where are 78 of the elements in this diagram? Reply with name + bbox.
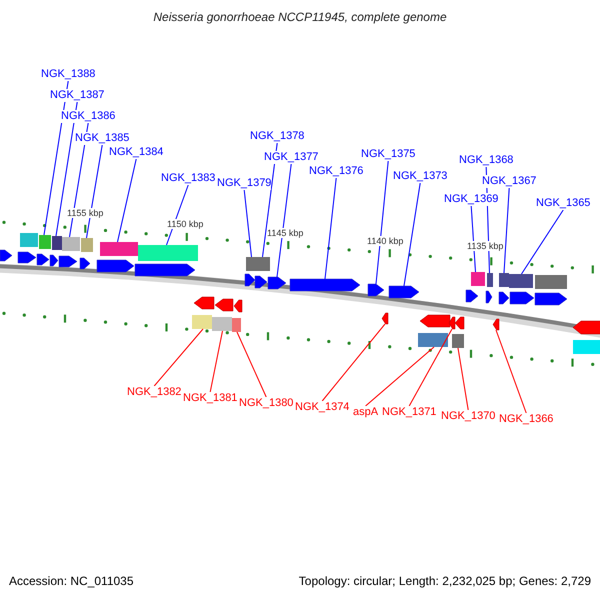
gene-label: NGK_1384 (109, 146, 164, 159)
leader-line (324, 178, 337, 280)
gene-label: NGK_1376 (309, 165, 364, 178)
gene-feature (486, 273, 493, 304)
gene-feature (134, 245, 198, 276)
gene-label: NGK_1387 (50, 89, 104, 102)
gene-label: NGK_1386 (61, 110, 116, 123)
leader-line (210, 330, 223, 392)
gene-label: NGK_1380 (239, 397, 294, 410)
gene-feature (466, 272, 485, 302)
gene-label: NGK_1371 (382, 406, 436, 419)
leader-line (117, 158, 137, 242)
leader-line (322, 324, 386, 402)
leader-line (56, 102, 78, 236)
leader-line (408, 328, 452, 406)
gene-feature (50, 236, 62, 266)
leader-line (376, 160, 389, 284)
gene-label: NGK_1368 (459, 154, 514, 167)
scale-label: 1140 kbp (367, 236, 404, 246)
gene-feature (572, 320, 600, 354)
gene-feature (212, 298, 234, 331)
leader-line (244, 190, 252, 258)
gene-feature (498, 273, 510, 304)
gene-feature (290, 278, 360, 292)
leader-line (521, 210, 564, 274)
gene-feature (534, 275, 568, 306)
scale-label: 1155 kbp (67, 208, 104, 218)
leader-line (404, 182, 421, 286)
gene-feature (418, 314, 450, 347)
scale-label: 1135 kbp (467, 241, 504, 251)
gene-feature (244, 257, 258, 286)
gene-feature (368, 284, 384, 296)
gene-feature (254, 257, 270, 288)
scale-label: 1150 kbp (167, 219, 204, 229)
gene-label: NGK_1378 (250, 130, 304, 143)
gene-feature (232, 300, 242, 332)
gene-label: NGK_1382 (127, 386, 182, 399)
gene-feature (268, 276, 286, 290)
gene-feature (388, 286, 420, 298)
gene-feature (492, 318, 500, 330)
gene-label: NGK_1367 (482, 175, 536, 188)
gene-feature (36, 235, 51, 266)
gene-label: NGK_1366 (499, 413, 554, 426)
leader-line (504, 188, 510, 274)
gene-label: NGK_1365 (536, 197, 590, 210)
leader-line (86, 144, 103, 238)
leader-line (458, 348, 469, 410)
gene-label: NGK_1369 (444, 193, 498, 206)
leader-line (276, 164, 292, 278)
gene-label: NGK_1370 (441, 410, 496, 423)
gene-label: NGK_1388 (41, 68, 96, 81)
gene-label: NGK_1375 (361, 148, 416, 161)
gene-feature (448, 316, 456, 330)
gene-feature (192, 296, 214, 329)
genome-info-text: Topology: circular; Length: 2,232,025 bp; Genes: 2,729 (298, 575, 591, 588)
gene-feature (0, 250, 12, 262)
gene-feature (509, 274, 534, 304)
gene-label: NGK_1379 (217, 177, 272, 190)
accession-text: Accession: NC_011035 (9, 575, 134, 588)
leader-line (236, 332, 267, 398)
gene-label: NGK_1385 (75, 132, 130, 145)
gene-label: NGK_1374 (295, 401, 350, 414)
gene-feature (382, 312, 388, 324)
gene-feature (58, 237, 80, 268)
gene-feature (96, 242, 138, 272)
scale-label: 1145 kbp (267, 228, 304, 238)
gene-feature (18, 233, 38, 264)
leader-line (262, 142, 278, 258)
gene-label: NGK_1373 (393, 170, 448, 183)
leader-line (496, 330, 527, 414)
gene-feature (452, 316, 464, 348)
gene-feature (80, 238, 93, 270)
gene-label: NGK_1381 (183, 392, 238, 405)
gene-label: NGK_1383 (161, 172, 216, 185)
gene-label: aspA (353, 406, 378, 419)
leader-line (365, 346, 434, 406)
leader-line (154, 328, 204, 386)
gene-label: NGK_1377 (264, 151, 318, 164)
